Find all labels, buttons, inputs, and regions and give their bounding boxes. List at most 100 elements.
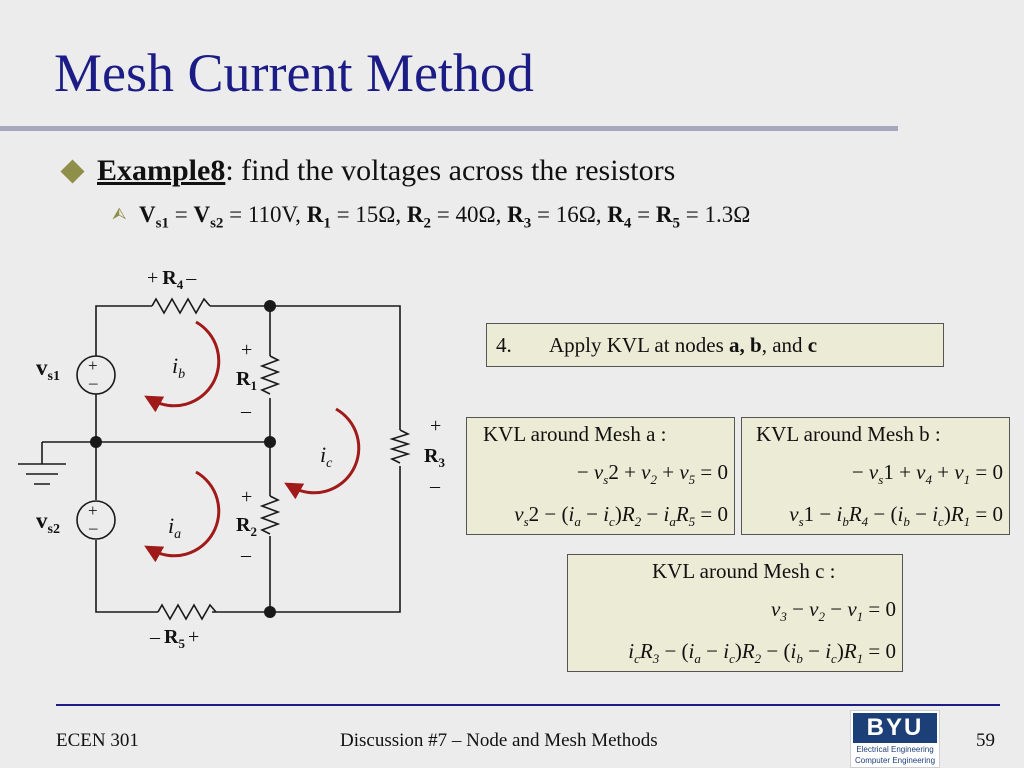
vs1-label: v: [36, 355, 48, 380]
vs2-source: [76, 500, 116, 540]
r5-label-sub: 5: [178, 636, 185, 651]
r4-resistor: [151, 297, 211, 315]
mesh-a-arrow-icon: [144, 470, 221, 563]
vs1-subscript: s1: [155, 215, 169, 232]
ia-label: i: [168, 513, 174, 538]
mesh-b-eq1: − vs1 + v4 + v1 = 0: [851, 460, 1003, 488]
footer-course: ECEN 301: [56, 730, 139, 751]
r1-value-text: = 15Ω,: [330, 202, 407, 227]
r5-subscript: 5: [672, 215, 681, 232]
r2-subscript: 2: [423, 215, 432, 232]
circuit-diagram: +R4– –R5+ + R1 – + R2 – + R3 – + – + – v…: [18, 267, 445, 651]
node-a-label: a,: [729, 333, 751, 357]
bullet-example: Example8: find the voltages across the r…: [58, 154, 675, 188]
r2-minus: –: [240, 544, 252, 566]
svg-text:+R4–: +R4–: [147, 267, 197, 292]
footer-divider: [56, 704, 1000, 706]
byu-logo: BYU Electrical Engineering Computer Engi…: [850, 710, 940, 768]
ia-label-sub: a: [174, 527, 181, 542]
mesh-a-box: KVL around Mesh a : − vs2 + v2 + v5 = 0 …: [466, 417, 735, 535]
r1-label: R: [236, 368, 251, 390]
logo-line-1: Electrical Engineering: [856, 745, 934, 754]
r2-label-sub: 2: [250, 524, 257, 539]
r2-value-text: = 40Ω,: [431, 202, 508, 227]
vs2-minus: –: [88, 518, 98, 537]
r5-label: R: [164, 626, 179, 648]
r4-symbol: R: [607, 202, 624, 227]
svg-text:R1: R1: [236, 368, 257, 393]
mesh-c-heading: KVL around Mesh c :: [652, 559, 836, 583]
r2-label: R: [236, 514, 251, 536]
svg-text:ic: ic: [320, 442, 333, 471]
vs-value-text: = 110V,: [223, 202, 307, 227]
r4-label: R: [162, 267, 177, 289]
vs2-label-sub: s2: [48, 522, 60, 537]
r3-minus: –: [429, 475, 441, 497]
mesh-b-eq2: vs1 − ibR4 − (ib − ic)R1 = 0: [789, 502, 1003, 530]
ground-icon: [18, 463, 66, 485]
svg-text:–R5+: –R5+: [149, 626, 199, 651]
node-dot: [90, 436, 102, 448]
vs2-subscript: s2: [210, 215, 224, 232]
mesh-c-eq2: icR3 − (ia − ic)R2 − (ib − ic)R1 = 0: [628, 639, 896, 667]
mesh-a-eq2: vs2 − (ia − ic)R2 − iaR5 = 0: [514, 502, 728, 530]
vs2-symbol: V: [193, 202, 211, 227]
logo-line-2: Computer Engineering: [854, 756, 936, 765]
mesh-c-eq1: v3 − v2 − v1 = 0: [770, 597, 896, 625]
step-text: Apply KVL at nodes a, b, and c: [549, 333, 817, 358]
byu-logo-mark: BYU: [853, 713, 937, 743]
mesh-c-box: KVL around Mesh c : v3 − v2 − v1 = 0 icR…: [567, 554, 903, 672]
r5-symbol: R: [655, 202, 673, 227]
equals-text-2: =: [631, 202, 656, 227]
title-divider: [0, 126, 898, 131]
ib-label-sub: b: [178, 367, 185, 382]
svg-text:vs2: vs2: [36, 508, 60, 537]
r3-resistor: [389, 429, 411, 464]
ib-label: i: [172, 353, 178, 378]
r3-plus: +: [430, 415, 441, 437]
vs2-plus: +: [88, 501, 98, 520]
node-dot: [264, 300, 276, 312]
mesh-b-box: KVL around Mesh b : − vs1 + v4 + v1 = 0 …: [741, 417, 1010, 535]
r1-minus: –: [240, 400, 252, 422]
equals-text: =: [168, 202, 194, 227]
r2-symbol: R: [406, 202, 424, 227]
slide-title: Mesh Current Method: [54, 43, 534, 103]
r1-label-sub: 1: [250, 378, 257, 393]
svg-text:vs1: vs1: [36, 355, 60, 384]
vs1-symbol: V: [139, 202, 156, 227]
r1-subscript: 1: [323, 215, 331, 232]
step-number: 4.: [496, 333, 512, 357]
mesh-a-eq1: − vs2 + v2 + v5 = 0: [576, 460, 728, 488]
r3-label: R: [424, 445, 439, 467]
svg-text:R3: R3: [424, 445, 445, 470]
r1-plus: +: [241, 339, 252, 361]
mesh-a-heading: KVL around Mesh a :: [483, 422, 667, 446]
mesh-b-arrow-icon: [144, 320, 221, 413]
r45-value-text: = 1.3Ω: [680, 202, 751, 227]
r1-resistor: [259, 355, 281, 395]
r2-plus: +: [241, 486, 252, 508]
ic-label-sub: c: [326, 456, 333, 471]
r3-value-text: = 16Ω,: [531, 202, 608, 227]
page-number: 59: [976, 730, 995, 751]
step-text-pre: Apply KVL at nodes: [549, 333, 730, 357]
example-text: : find the voltages across the resistors: [225, 154, 676, 187]
ic-label: i: [320, 442, 326, 467]
node-dot: [264, 606, 276, 618]
r4-subscript: 4: [623, 215, 632, 232]
r5-minus: –: [149, 626, 161, 648]
r2-resistor: [259, 495, 281, 535]
r4-minus: –: [185, 267, 197, 289]
vs2-label: v: [36, 508, 48, 533]
wire: [95, 540, 158, 613]
r3-label-sub: 3: [438, 455, 445, 470]
wire: [95, 305, 152, 356]
footer-title: Discussion #7 – Node and Mesh Methods: [340, 730, 658, 751]
r3-symbol: R: [507, 202, 524, 227]
vs1-source: [76, 355, 116, 395]
r5-resistor: [157, 603, 217, 621]
vs1-plus: +: [88, 356, 98, 375]
r5-plus: +: [188, 626, 199, 648]
mesh-c-arrow-icon: [284, 407, 361, 500]
